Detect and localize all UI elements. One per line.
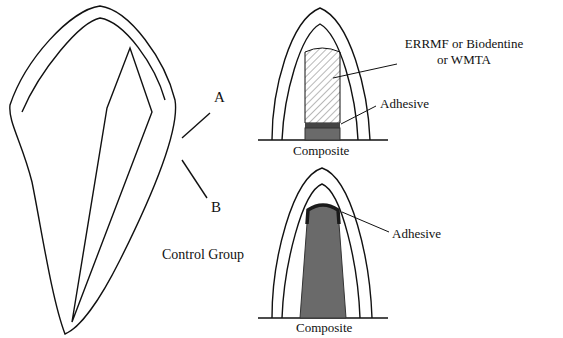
crown-outline <box>272 8 370 140</box>
filling-material <box>305 48 340 123</box>
leader-line <box>333 64 397 78</box>
leader-line <box>342 212 389 232</box>
leader-line <box>182 113 210 138</box>
crown-outline <box>272 168 372 318</box>
layer-label: Composite <box>294 320 354 336</box>
composite-block <box>300 205 346 318</box>
layer-label: Composite <box>291 143 351 159</box>
layer-label: Adhesive <box>390 226 443 242</box>
layer-label: Adhesive <box>378 96 431 112</box>
leader-line <box>182 160 207 198</box>
group-caption: Control Group <box>160 247 246 264</box>
leader-line <box>341 106 376 124</box>
group-letter: B <box>209 198 223 216</box>
group-letter: A <box>212 88 227 106</box>
adhesive-layer <box>305 123 340 128</box>
tooth-outline <box>10 6 176 334</box>
dentin-line <box>282 24 358 140</box>
enamel-line <box>22 18 165 112</box>
composite-block <box>305 128 340 140</box>
material-label: ERRMF or Biodentine or WMTA <box>398 36 530 67</box>
adhesive-layer <box>307 205 339 224</box>
dentin-line <box>282 184 360 318</box>
pulp-outline <box>72 48 152 322</box>
